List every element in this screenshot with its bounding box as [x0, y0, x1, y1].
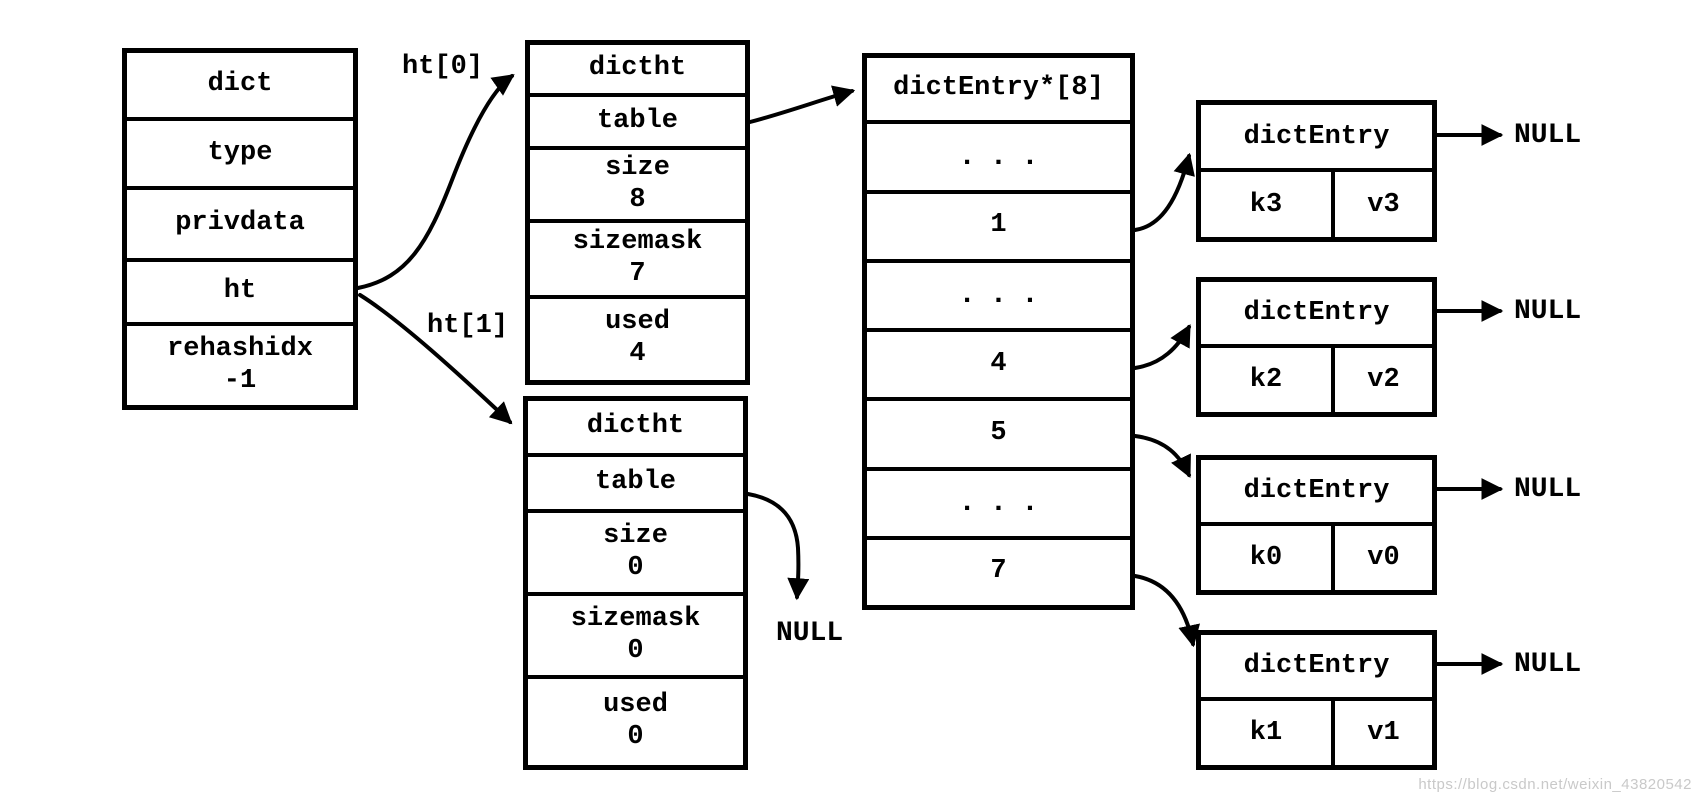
dictht0-row-sizemask: sizemask 7 — [530, 219, 745, 294]
dict-row-ht: ht — [127, 257, 353, 322]
dictht0-size-label: size — [605, 152, 670, 183]
dict-struct-box: dict type privdata ht rehashidx -1 — [122, 48, 358, 410]
dict-rehashidx-label: rehashidx — [167, 333, 313, 364]
dictentry-k1-header: dictEntry — [1243, 651, 1390, 682]
dict-row-rehashidx: rehashidx -1 — [127, 322, 353, 405]
dictht1-row-table: table — [528, 453, 743, 509]
dictentry-k2-header: dictEntry — [1243, 298, 1390, 329]
dictentry-k3-value: v3 — [1367, 189, 1400, 220]
bucket-array-header-label: dictEntry*[8] — [893, 73, 1104, 104]
dictht0-sizemask-label: sizemask — [572, 227, 703, 258]
arrow-bucket1-to-entry-k3 — [1133, 152, 1195, 232]
dictentry-k1-null-label: NULL — [1514, 649, 1582, 680]
dictht1-header-label: dictht — [586, 411, 685, 442]
dictht0-row-table: table — [530, 93, 745, 146]
dictht1-struct-box: dictht table size 0 sizemask 0 used 0 — [523, 396, 748, 770]
bucket-row-ellipsis-2: ... — [867, 258, 1130, 328]
arrow-table1-to-null — [746, 492, 810, 601]
dictentry-node-k2: dictEntry k2 v2 — [1196, 277, 1437, 417]
arrow-bucket4-to-entry-k2 — [1133, 324, 1191, 370]
bucket-row-ellipsis-1: ... — [867, 120, 1130, 189]
bucket-row-1: 1 — [867, 189, 1130, 259]
blog-watermark: https://blog.csdn.net/weixin_43820542 — [1418, 776, 1692, 793]
ht0-pointer-label: ht[0] — [402, 52, 484, 82]
dict-ht-label: ht — [223, 276, 257, 306]
dictht0-row-size: size 8 — [530, 146, 745, 219]
arrow-bucket7-to-entry-k1 — [1133, 574, 1200, 648]
dict-row-privdata: privdata — [127, 186, 353, 258]
dictht0-row-used: used 4 — [530, 294, 745, 380]
dictht1-row-used: used 0 — [528, 675, 743, 765]
dictentry-k2-key: k2 — [1201, 348, 1335, 412]
dictht0-used-label: used — [605, 307, 670, 338]
dictht0-used-value: 4 — [629, 339, 646, 370]
bucket-row-5: 5 — [867, 397, 1130, 466]
arrow-bucket5-to-entry-k0 — [1133, 434, 1191, 478]
dictht1-table-label: table — [594, 467, 676, 498]
dictentry-k3-key: k3 — [1201, 172, 1335, 237]
dictentry-k1-value: v1 — [1367, 718, 1400, 749]
dictht1-header-row: dictht — [528, 401, 743, 453]
dictht1-used-value: 0 — [627, 722, 644, 753]
dictht1-used-label: used — [603, 690, 668, 721]
dictht0-table-label: table — [596, 105, 678, 136]
dictht1-row-size: size 0 — [528, 509, 743, 592]
bucket-row-7: 7 — [867, 535, 1130, 605]
dictentry-node-k1: dictEntry k1 v1 — [1196, 630, 1437, 770]
dictht1-row-sizemask: sizemask 0 — [528, 592, 743, 675]
dictht1-sizemask-label: sizemask — [570, 604, 701, 634]
dictht0-header-label: dictht — [588, 53, 687, 84]
dictht1-size-label: size — [603, 520, 668, 551]
dict-rehashidx-value: -1 — [223, 365, 257, 396]
bucket-row-4: 4 — [867, 328, 1130, 397]
dictht0-sizemask-value: 7 — [629, 259, 646, 290]
dictentry-k0-key: k0 — [1201, 526, 1335, 590]
dictentry-k1-key: k1 — [1201, 701, 1335, 765]
dict-header-label: dict — [207, 69, 273, 100]
bucket-array-header-row: dictEntry*[8] — [867, 58, 1130, 120]
dictentry-k2-null-label: NULL — [1514, 296, 1582, 327]
dict-type-label: type — [207, 137, 273, 168]
dictht0-header-row: dictht — [530, 45, 745, 93]
ht1-pointer-label: ht[1] — [427, 311, 509, 341]
dictentry-k3-null-label: NULL — [1514, 120, 1582, 151]
dict-row-type: type — [127, 117, 353, 186]
arrow-ht0-to-dictht0 — [356, 74, 515, 290]
dictht0-struct-box: dictht table size 8 sizemask 7 used 4 — [525, 40, 750, 385]
dictentry-node-k0: dictEntry k0 v0 — [1196, 455, 1437, 595]
arrow-table0-to-bucket-array — [748, 85, 856, 124]
dictht1-sizemask-value: 0 — [627, 635, 644, 666]
bucket-row-ellipsis-3: ... — [867, 466, 1130, 536]
dictentry-k3-header: dictEntry — [1243, 121, 1390, 152]
ht1-table-null-label: NULL — [776, 618, 844, 649]
dictentry-k0-null-label: NULL — [1514, 474, 1582, 505]
dictht1-size-value: 0 — [627, 552, 644, 583]
bucket-array-box: dictEntry*[8] ... 1 ... 4 5 ... 7 — [862, 53, 1135, 610]
dictentry-k2-value: v2 — [1367, 365, 1400, 396]
dictentry-node-k3: dictEntry k3 v3 — [1196, 100, 1437, 242]
dict-header-row: dict — [127, 53, 353, 117]
dictht0-size-value: 8 — [629, 184, 646, 215]
dictentry-k0-header: dictEntry — [1243, 476, 1390, 507]
dict-privdata-label: privdata — [175, 207, 305, 238]
dictentry-k0-value: v0 — [1367, 543, 1400, 574]
